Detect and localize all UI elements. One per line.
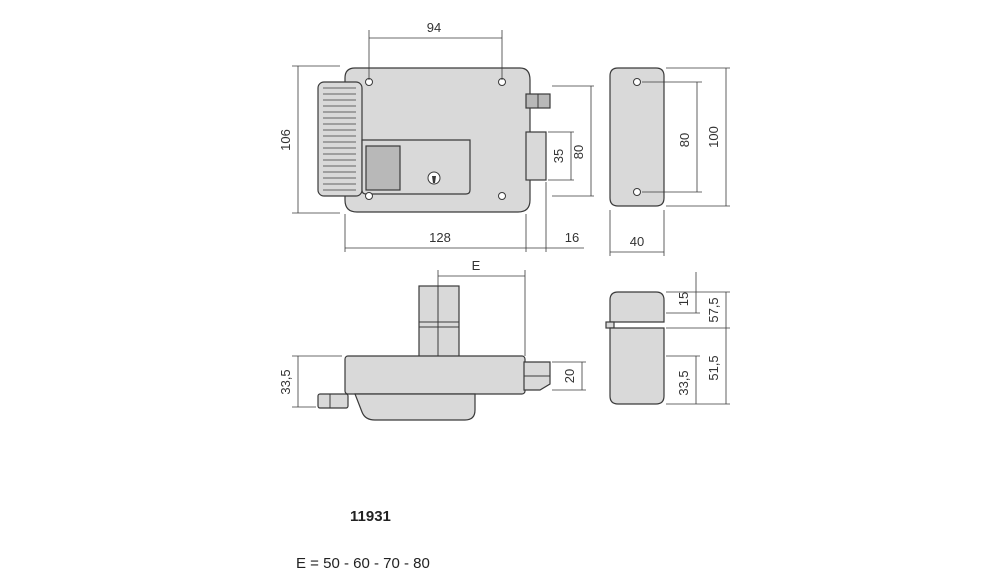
- lock-cover: [354, 393, 476, 421]
- release-button: [365, 145, 401, 191]
- keeper-lip: [605, 321, 615, 329]
- vent-plate: [317, 81, 363, 197]
- backset-variants: E = 50 - 60 - 70 - 80: [296, 555, 430, 572]
- dim-bolt-guide-height: 80: [571, 145, 586, 159]
- dim-screw-spacing: 94: [427, 20, 441, 35]
- model-number: 11931: [350, 508, 391, 525]
- lock-front-view: 94 106 128 16 35 80: [278, 20, 594, 252]
- dim-keeper-hole-spacing: 80: [677, 133, 692, 147]
- keeper-hole-top: [633, 78, 641, 86]
- dim-lock-depth: 33,5: [278, 369, 293, 394]
- keeper-front-view: 80 100 40: [609, 67, 730, 256]
- dim-bolt-thickness: 20: [562, 369, 577, 383]
- dim-keeper-width: 40: [630, 234, 644, 249]
- dim-keeper-top: 15: [676, 292, 691, 306]
- dim-keeper-upper: 57,5: [706, 297, 721, 322]
- bolt: [525, 131, 547, 181]
- screw-hole-bottom-right: [498, 192, 506, 200]
- screw-hole-bottom-left: [365, 192, 373, 200]
- dim-backset: E: [472, 258, 481, 273]
- keeper-body: [609, 67, 665, 207]
- vent-grille: [323, 87, 356, 191]
- lock-top-view: E 33,5 20: [278, 258, 586, 421]
- dim-body-height: 106: [278, 129, 293, 151]
- dim-keeper-height: 100: [706, 126, 721, 148]
- dim-keeper-lower-depth: 33,5: [676, 370, 691, 395]
- keeper-lower-part: [609, 327, 665, 405]
- keeper-side-view: 15 57,5 33,5 51,5: [605, 272, 730, 405]
- dim-keeper-lower: 51,5: [706, 355, 721, 380]
- keeper-hole-bottom: [633, 188, 641, 196]
- handle-tab: [317, 393, 349, 409]
- lock-base: [344, 355, 526, 395]
- keyhole-slot: [432, 176, 436, 183]
- dim-body-width: 128: [429, 230, 451, 245]
- dim-bolt-projection: 16: [565, 230, 579, 245]
- cylinder: [418, 285, 460, 361]
- keeper-top-part: [609, 291, 665, 323]
- dim-bolt-height: 35: [551, 149, 566, 163]
